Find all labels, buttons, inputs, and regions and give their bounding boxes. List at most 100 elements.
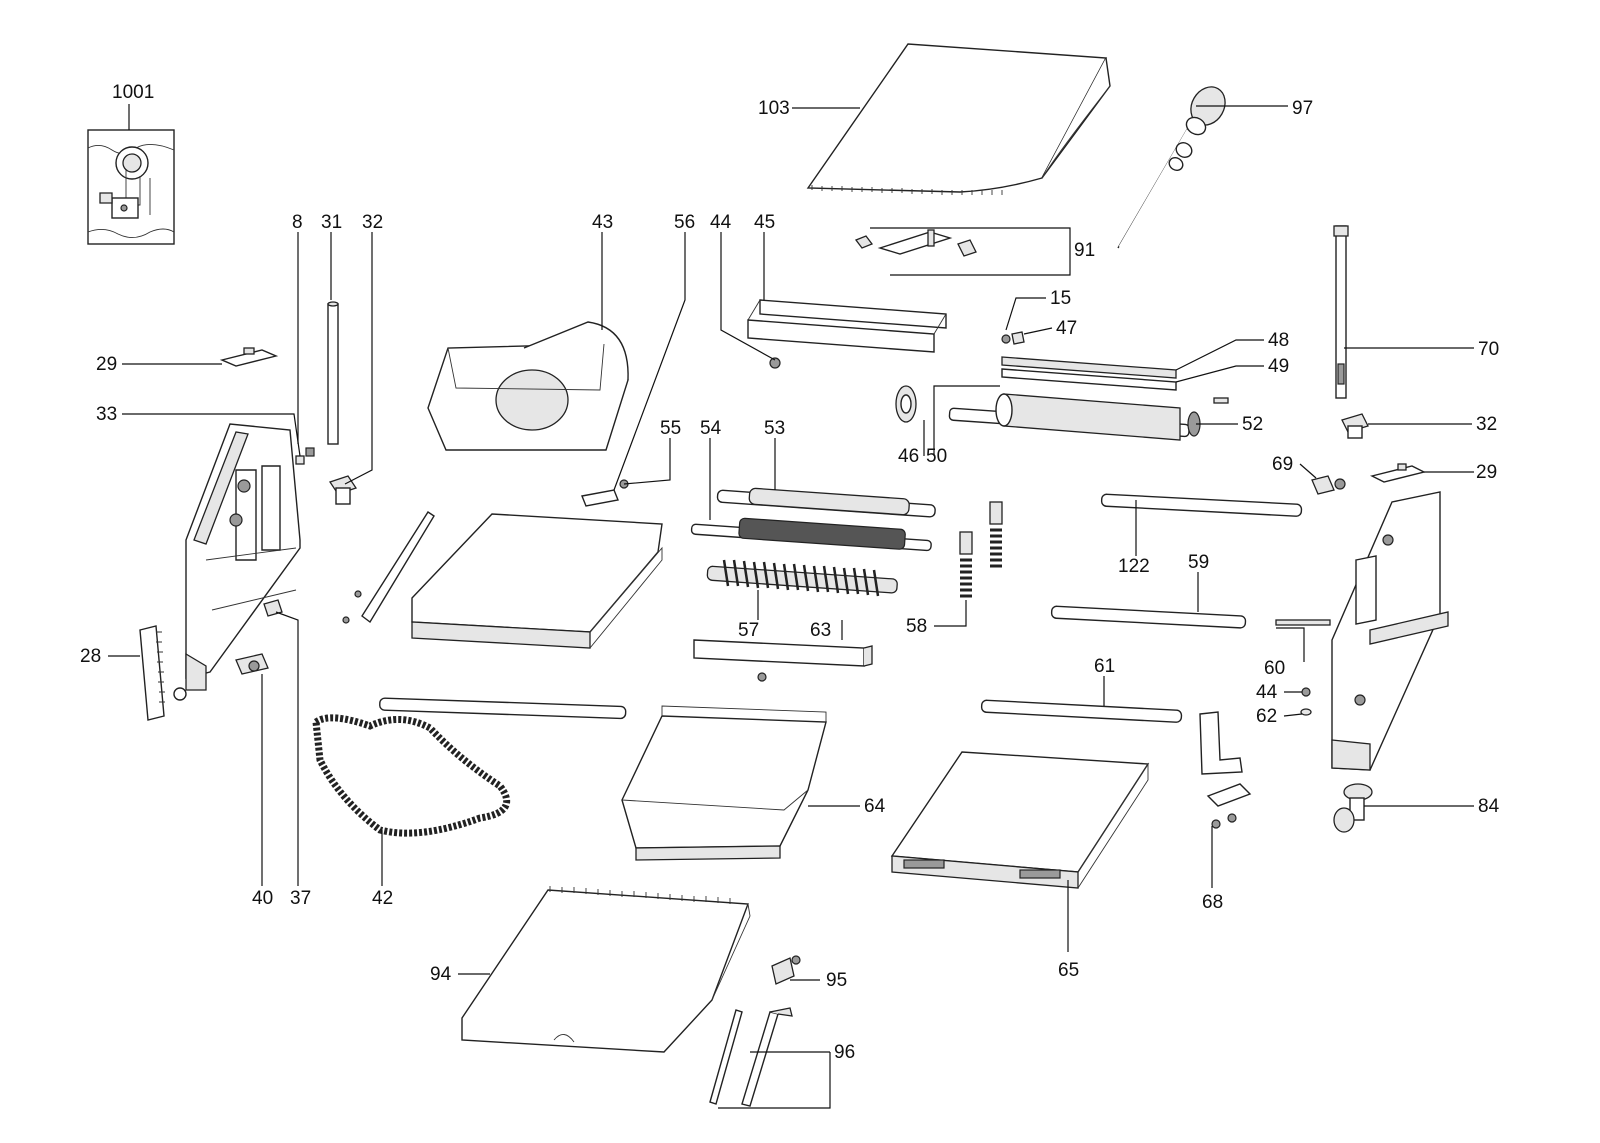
callout-68: 68 [1202,892,1223,913]
part-56-clip [581,489,619,507]
part-59-roller [1050,605,1247,629]
part-47-screw [1011,331,1025,345]
part-68-bracket [1199,711,1252,829]
callout-54: 54 [700,418,722,439]
part-29-left-bracket [219,347,279,367]
part-95-hinge [771,955,801,985]
callout-50: 50 [926,446,947,467]
callout-1001: 1001 [112,82,154,103]
callout-60: 60 [1264,658,1285,679]
callout-29-left: 29 [96,354,117,375]
part-91-bracket-set [854,229,977,257]
part-70-height-rod [1333,225,1349,399]
callout-33: 33 [96,404,117,425]
part-8-screw [305,447,315,457]
callout-48: 48 [1268,330,1289,351]
callout-103: 103 [758,98,790,119]
part-84-depth-adjuster [1333,783,1373,833]
callout-37: 37 [290,888,311,909]
callout-8: 8 [292,212,303,233]
part-61-roller [980,699,1183,723]
part-15-washer [1001,334,1011,344]
callout-43: 43 [592,212,613,233]
callout-57: 57 [738,620,759,641]
callout-58: 58 [906,616,927,637]
callout-56: 56 [674,212,695,233]
part-63-guide-bar [693,639,873,682]
callout-40: 40 [252,888,273,909]
callout-94: 94 [430,964,452,985]
part-103-top-cover [806,43,1111,195]
part-33-nut [295,455,305,465]
callout-63: 63 [810,620,831,641]
part-screw-a [354,590,362,598]
callout-61: 61 [1094,656,1115,677]
callout-69: 69 [1272,454,1293,475]
callout-91: 91 [1074,240,1095,261]
callout-95: 95 [826,970,847,991]
callout-96: 96 [834,1042,855,1063]
part-57-toothed-roller [706,559,898,597]
part-65-extension-table [890,751,1150,889]
part-43-chip-hood [427,321,629,451]
part-60-bolt [1275,619,1331,626]
callout-47: 47 [1056,318,1077,339]
part-96-brackets [709,1007,793,1107]
callout-15: 15 [1050,288,1071,309]
part-1001-wiring-symbol [87,129,175,245]
part-side-strip [361,511,435,624]
callout-53: 53 [764,418,785,439]
part-54-cutter-shaft [690,517,932,552]
callout-59: 59 [1188,552,1209,573]
callout-122: 122 [1118,556,1150,577]
leader-lines [108,104,1474,1109]
part-94-bottom-cover [461,886,751,1053]
callout-52: 52 [1242,414,1263,435]
callout-55: 55 [660,418,681,439]
part-69-bracket [1311,475,1346,495]
part-28-rack [139,625,187,721]
part-46-bearing [895,385,917,423]
part-outfeed-roller [379,697,627,720]
part-40-tensioner [235,653,269,675]
part-left-side-frame [185,423,301,691]
part-62-washer [1300,708,1312,716]
callout-84: 84 [1478,796,1500,817]
part-screw-b [342,616,350,624]
part-42-drive-chain [312,714,511,837]
part-122-roller [1100,493,1303,517]
part-29-right-bracket [1369,463,1427,483]
callout-46: 46 [898,446,919,467]
callout-64: 64 [864,796,886,817]
part-52-cutter-block [948,393,1201,441]
callout-45: 45 [754,212,775,233]
part-base-plate [411,513,663,649]
part-53-feed-roller [716,487,936,518]
part-44-nut-right [1301,687,1311,697]
callout-65: 65 [1058,960,1079,981]
part-64-dust-hood [621,705,827,861]
callout-32-right: 32 [1476,414,1497,435]
callout-62: 62 [1256,706,1277,727]
part-key [1213,397,1229,404]
part-45-blade-guard [747,299,947,353]
callout-42: 42 [372,888,393,909]
part-31-column-rod [327,301,339,445]
callout-labels: 1001 8 31 32 43 56 44 45 103 97 91 15 47… [80,82,1500,1063]
part-58-spring-assembly [959,501,1003,598]
callout-29-right: 29 [1476,462,1497,483]
callout-44-right: 44 [1256,682,1278,703]
part-44-nut [769,357,781,369]
part-32-right-nut-bracket [1341,413,1369,439]
callout-28: 28 [80,646,101,667]
callout-31: 31 [321,212,342,233]
callout-97: 97 [1292,98,1313,119]
callout-49: 49 [1268,356,1289,377]
part-32-left-nut-bracket [328,475,358,505]
part-right-side-frame [1331,491,1449,771]
callout-32-left: 32 [362,212,383,233]
part-48-49-knife-bars [1001,356,1177,391]
callout-44-top: 44 [710,212,732,233]
